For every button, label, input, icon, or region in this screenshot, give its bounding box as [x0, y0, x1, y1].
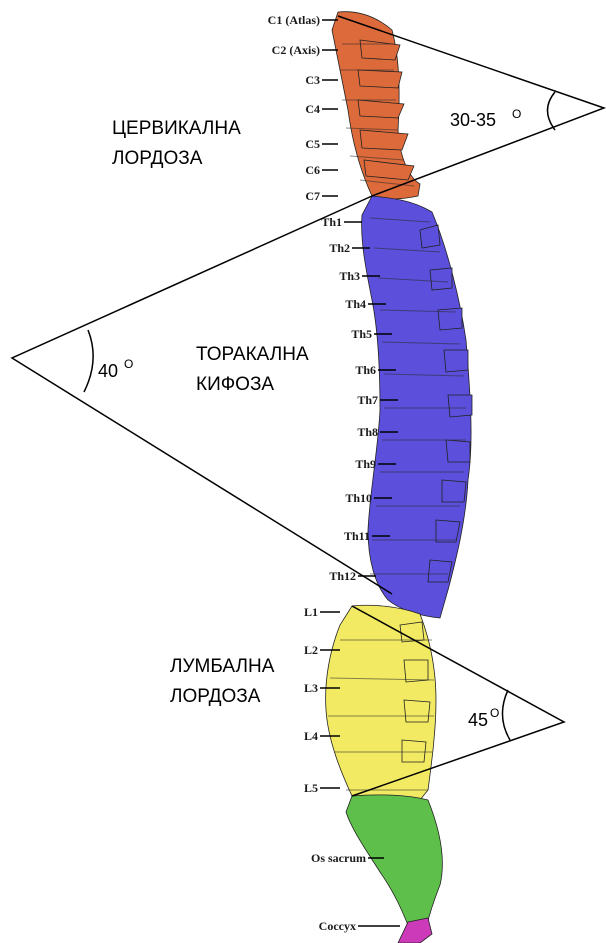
- vertebra-label-thoracic: Th2: [329, 241, 350, 255]
- vertebra-label-cervical: C2 (Axis): [272, 43, 320, 57]
- vertebra-label-thoracic: Th4: [345, 297, 366, 311]
- vertebra-label-lumbar: L5: [304, 781, 318, 795]
- coccyx-segment: [398, 918, 432, 943]
- cervical-region-line1: ЦЕРВИКАЛНА: [112, 118, 241, 139]
- vertebra-label-thoracic: Th7: [357, 393, 378, 407]
- thoracic-region-line2: КИФОЗА: [196, 374, 274, 395]
- cervical-region-line2: ЛОРДОЗА: [112, 148, 203, 169]
- thoracic-angle-value: 40: [98, 361, 118, 381]
- vertebra-label-thoracic: Th10: [345, 491, 372, 505]
- vertebra-label-thoracic: Th5: [351, 327, 372, 341]
- vertebra-label-cervical: C7: [305, 189, 320, 203]
- sacrum-label: Os sacrum: [311, 851, 366, 865]
- vertebra-label-cervical: C4: [305, 102, 320, 116]
- vertebra-label-thoracic: Th6: [355, 363, 376, 377]
- thoracic-angle-lines: [12, 196, 392, 594]
- lumbar-region-line2: ЛОРДОЗА: [170, 686, 261, 707]
- cervical-angle-arc: [548, 92, 556, 130]
- vertebra-label-thoracic: Th3: [339, 269, 360, 283]
- thoracic-degree-mark: O: [124, 357, 133, 371]
- cervical-angle-value: 30-35: [450, 110, 496, 130]
- vertebra-label-cervical: C3: [305, 73, 320, 87]
- lumbar-angle-arc: [502, 690, 510, 740]
- region-labels: ЦЕРВИКАЛНА ЛОРДОЗА ТОРАКАЛНА КИФОЗА ЛУМБ…: [112, 118, 309, 707]
- thoracic-region-line1: ТОРАКАЛНА: [196, 344, 309, 365]
- thoracic-angle-arc: [84, 330, 93, 392]
- vertebra-label-lumbar: L3: [304, 681, 318, 695]
- vertebra-label-lumbar: L2: [304, 643, 318, 657]
- lumbar-angle-value: 45: [468, 710, 488, 730]
- vertebra-label-thoracic: Th11: [344, 529, 370, 543]
- vertebra-label-lumbar: L1: [304, 605, 318, 619]
- coccyx-label: Coccyx: [319, 919, 356, 933]
- vertebra-label-cervical: C6: [305, 163, 320, 177]
- lumbar-degree-mark: O: [490, 706, 499, 720]
- vertebra-label-thoracic: Th9: [355, 457, 376, 471]
- lumbar-region-line1: ЛУМБАЛНА: [170, 656, 275, 677]
- spine-illustration: [326, 12, 472, 943]
- vertebra-label-cervical: C5: [305, 137, 320, 151]
- vertebra-label-lumbar: L4: [304, 729, 318, 743]
- vertebra-label-thoracic: Th8: [357, 425, 378, 439]
- angle-lines: [12, 16, 604, 796]
- vertebra-label-cervical: C1 (Atlas): [268, 13, 320, 27]
- cervical-degree-mark: O: [512, 107, 521, 121]
- vertebra-label-thoracic: Th12: [329, 569, 356, 583]
